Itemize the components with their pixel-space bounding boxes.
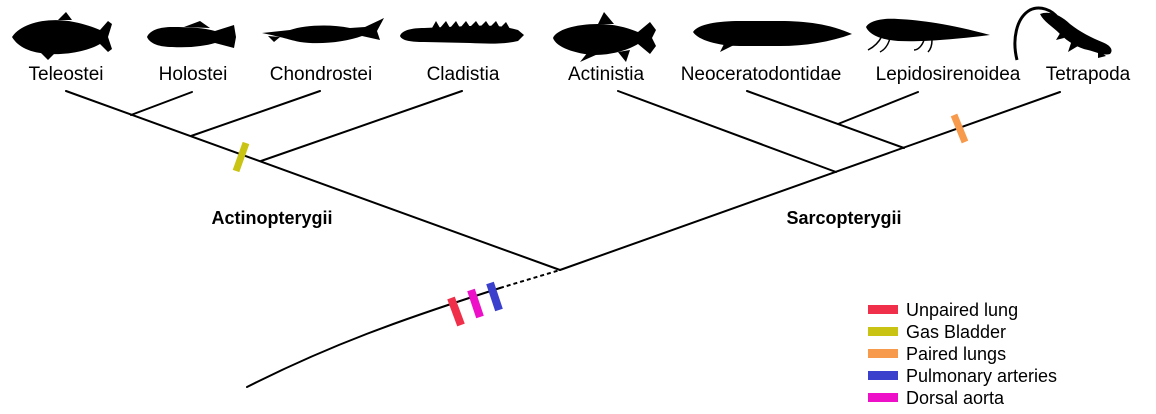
chondrostei-sturgeon-icon xyxy=(262,18,384,43)
lepidosirenoidea-branch xyxy=(838,92,918,124)
legend-label-pulmonary-arteries: Pulmonary arteries xyxy=(906,366,1057,386)
clade-label-sarcopterygii: Sarcopterygii xyxy=(786,208,901,228)
taxon-label-neoceratodontidae: Neoceratodontidae xyxy=(681,64,842,85)
holostei-branch xyxy=(131,92,192,115)
taxon-label-actinistia: Actinistia xyxy=(568,64,644,85)
actinistia-coelacanth-icon xyxy=(553,12,656,62)
legend-label-unpaired-lung: Unpaired lung xyxy=(906,300,1018,320)
gas-bladder-marker xyxy=(236,143,246,171)
legend-swatch-pulmonary-arteries xyxy=(868,371,898,380)
legend-label-gas-bladder: Gas Bladder xyxy=(906,322,1006,342)
neoceratodontidae-lungfish-icon xyxy=(693,21,852,52)
taxon-label-teleostei: Teleostei xyxy=(29,64,104,85)
legend-swatch-paired-lungs xyxy=(868,349,898,358)
legend-swatch-gas-bladder xyxy=(868,327,898,336)
taxon-label-cladistia: Cladistia xyxy=(427,64,500,85)
chondrostei-branch xyxy=(191,91,320,136)
lepidosirenoidea-lungfish-icon xyxy=(866,19,990,52)
actinopterygii-branch xyxy=(66,91,560,270)
cladistia-bichir-icon xyxy=(400,21,524,44)
teleostei-fish-icon xyxy=(12,12,112,60)
root-dashed-branch xyxy=(500,270,560,288)
taxon-label-lepidosirenoidea: Lepidosirenoidea xyxy=(876,64,1021,85)
legend-label-dorsal-aorta: Dorsal aorta xyxy=(906,388,1005,408)
holostei-fish-icon xyxy=(147,21,236,48)
taxon-label-holostei: Holostei xyxy=(159,64,228,85)
taxon-label-tetrapoda: Tetrapoda xyxy=(1046,64,1131,85)
root-branch xyxy=(247,288,500,387)
clade-label-actinopterygii: Actinopterygii xyxy=(211,208,332,228)
sarcopterygii-branch xyxy=(560,92,1060,270)
taxon-label-chondrostei: Chondrostei xyxy=(270,64,372,85)
legend-label-paired-lungs: Paired lungs xyxy=(906,344,1006,364)
legend-swatch-unpaired-lung xyxy=(868,305,898,314)
tetrapoda-salamander-icon xyxy=(1015,8,1112,60)
actinistia-branch xyxy=(618,91,836,172)
legend: Unpaired lung Gas Bladder Paired lungs P… xyxy=(868,300,1057,408)
legend-swatch-dorsal-aorta xyxy=(868,393,898,402)
pulmonary-arteries-marker xyxy=(490,283,499,310)
dipnoi-branch xyxy=(747,91,904,148)
